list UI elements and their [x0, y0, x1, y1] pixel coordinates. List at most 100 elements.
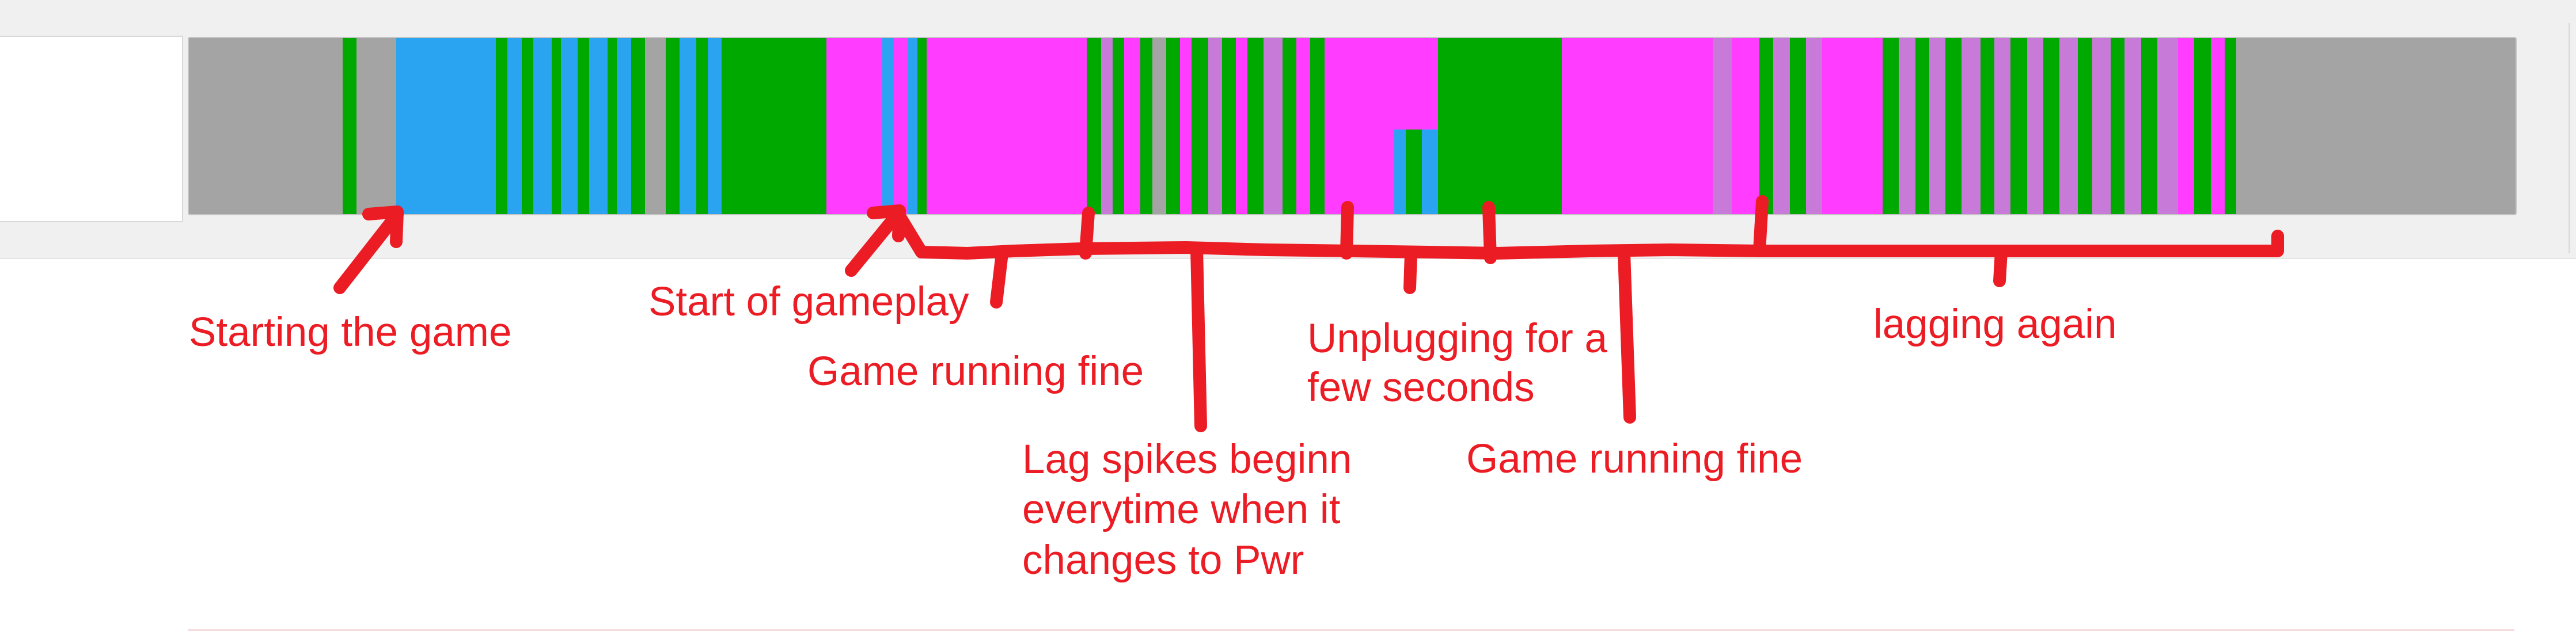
tick-stop-1	[1079, 207, 1095, 260]
timeline-segment-magenta	[2210, 38, 2226, 214]
timeline-segment-violet	[1208, 38, 1223, 214]
timeline-segment-blue	[589, 38, 609, 214]
tick-stop-3	[1482, 201, 1497, 264]
timeline-segment-green	[1166, 38, 1182, 214]
label-unplug-line2: few seconds	[1307, 365, 1535, 410]
tick-running-fine-2	[1618, 247, 1636, 424]
timeline-segment-green	[1980, 38, 1996, 214]
tick-running-fine-1	[990, 247, 1008, 309]
timeline-segment-green	[722, 38, 828, 214]
timeline-segment-green	[2141, 38, 2158, 214]
timeline-segment-green	[1140, 38, 1154, 214]
timeline-segment-green	[1247, 38, 1265, 214]
timeline-segment-green	[608, 38, 619, 214]
timeline-segment-green	[2194, 38, 2212, 214]
timeline-segment-green	[631, 38, 646, 214]
timeline-segment-green	[1438, 38, 1563, 214]
label-running-fine-2: Game running fine	[1466, 436, 1803, 482]
timeline-segment-green	[2010, 38, 2028, 214]
timeline-segment-blue	[882, 38, 896, 214]
label-lag-line1: Lag spikes beginn	[1022, 437, 1352, 482]
timeline-segment-violet	[2092, 38, 2112, 214]
timeline-segment-gray	[644, 38, 667, 214]
tick-lag	[1190, 243, 1207, 432]
timeline-segment-green	[2078, 38, 2093, 214]
timeline-segment-green	[1310, 38, 1326, 214]
timeline-overlay-magenta	[1352, 38, 1439, 130]
label-unplug-line1: Unplugging for a	[1307, 316, 1608, 361]
annotation-bracket-line	[892, 208, 2284, 260]
timeline-segment-gray	[1152, 38, 1167, 214]
timeline-segment-green	[496, 38, 509, 214]
timeline-segment-magenta	[1236, 38, 1249, 214]
timeline-segment-magenta	[2178, 38, 2196, 214]
timeline-panel	[0, 0, 2576, 259]
timeline-segment-violet	[2059, 38, 2080, 214]
timeline-segment-green	[666, 38, 681, 214]
timeline-segment-green	[2225, 38, 2238, 214]
timeline-segment-violet	[1101, 38, 1114, 214]
timeline-segment-violet	[1805, 38, 1824, 214]
label-running-fine-1: Game running fine	[807, 349, 1144, 394]
timeline-segment-green	[552, 38, 563, 214]
timeline-segment-green	[696, 38, 709, 214]
timeline-segment-blue	[908, 38, 919, 214]
bottom-divider	[188, 629, 2514, 631]
timeline-segment-magenta	[1296, 38, 1312, 214]
timeline-segment-blue	[561, 38, 579, 214]
timeline-segment-green	[1883, 38, 1900, 214]
timeline-segments	[189, 38, 2516, 214]
timeline-segment-magenta	[1180, 38, 1193, 214]
timeline-segment-gray	[2236, 38, 2516, 214]
timeline-segment-magenta	[1822, 38, 1884, 214]
label-lag-line2: everytime when it	[1022, 487, 1341, 532]
timeline-segment-blue	[617, 38, 632, 214]
timeline-segment-magenta	[1731, 38, 1761, 214]
timeline-segment-green	[521, 38, 534, 214]
timeline-segment-green	[1221, 38, 1237, 214]
timeline-segment-violet	[1264, 38, 1284, 214]
timeline-segment-green	[1789, 38, 1807, 214]
timeline-segment-violet	[2157, 38, 2180, 214]
arrow-head-starting-game	[362, 205, 404, 248]
timeline-segment-gray	[189, 38, 344, 214]
tick-unplug	[1403, 247, 1417, 294]
timeline-segment-violet	[1713, 38, 1733, 214]
scrollbar-track[interactable]	[2569, 23, 2570, 253]
timeline-segment-magenta	[1561, 38, 1714, 214]
arrow-start-gameplay	[845, 207, 905, 277]
timeline-segment-blue	[680, 38, 697, 214]
timeline-segment-green	[2043, 38, 2061, 214]
timeline-segment-green	[1282, 38, 1298, 214]
timeline-segment-violet	[1899, 38, 1917, 214]
timeline-segment-violet	[1773, 38, 1791, 214]
tick-stop-2	[1340, 201, 1354, 260]
timeline-segment-blue	[507, 38, 523, 214]
timeline-segment-violet	[1994, 38, 2012, 214]
timeline-segment-green	[577, 38, 590, 214]
timeline-segment-magenta	[926, 38, 1088, 214]
timeline-segment-violet	[1929, 38, 1947, 214]
timeline-segment-green	[1192, 38, 1209, 214]
timeline-segment-green	[1087, 38, 1102, 214]
timeline-segment-green	[2111, 38, 2126, 214]
label-start-gameplay: Start of gameplay	[648, 279, 969, 325]
tick-stop-4	[1753, 195, 1769, 257]
timeline-segment-green	[1759, 38, 1775, 214]
timeline-segment-violet	[2124, 38, 2142, 214]
timeline-segment-blue	[707, 38, 723, 214]
timeline-segment-violet	[1962, 38, 1982, 214]
timeline-segment-magenta	[826, 38, 883, 214]
timeline-segment-violet	[2027, 38, 2044, 214]
timeline-segment-green	[342, 38, 358, 214]
timeline-segment-green	[917, 38, 928, 214]
row-label-box	[0, 36, 183, 222]
timeline-segment-green	[1945, 38, 1963, 214]
tick-lagging-again	[1993, 245, 2008, 287]
label-lagging-again: lagging again	[1873, 302, 2117, 347]
timeline-segment-gray	[356, 38, 397, 214]
arrow-starting-game	[333, 208, 404, 294]
label-starting-game: Starting the game	[189, 310, 512, 355]
timeline-segment-blue	[396, 38, 498, 214]
